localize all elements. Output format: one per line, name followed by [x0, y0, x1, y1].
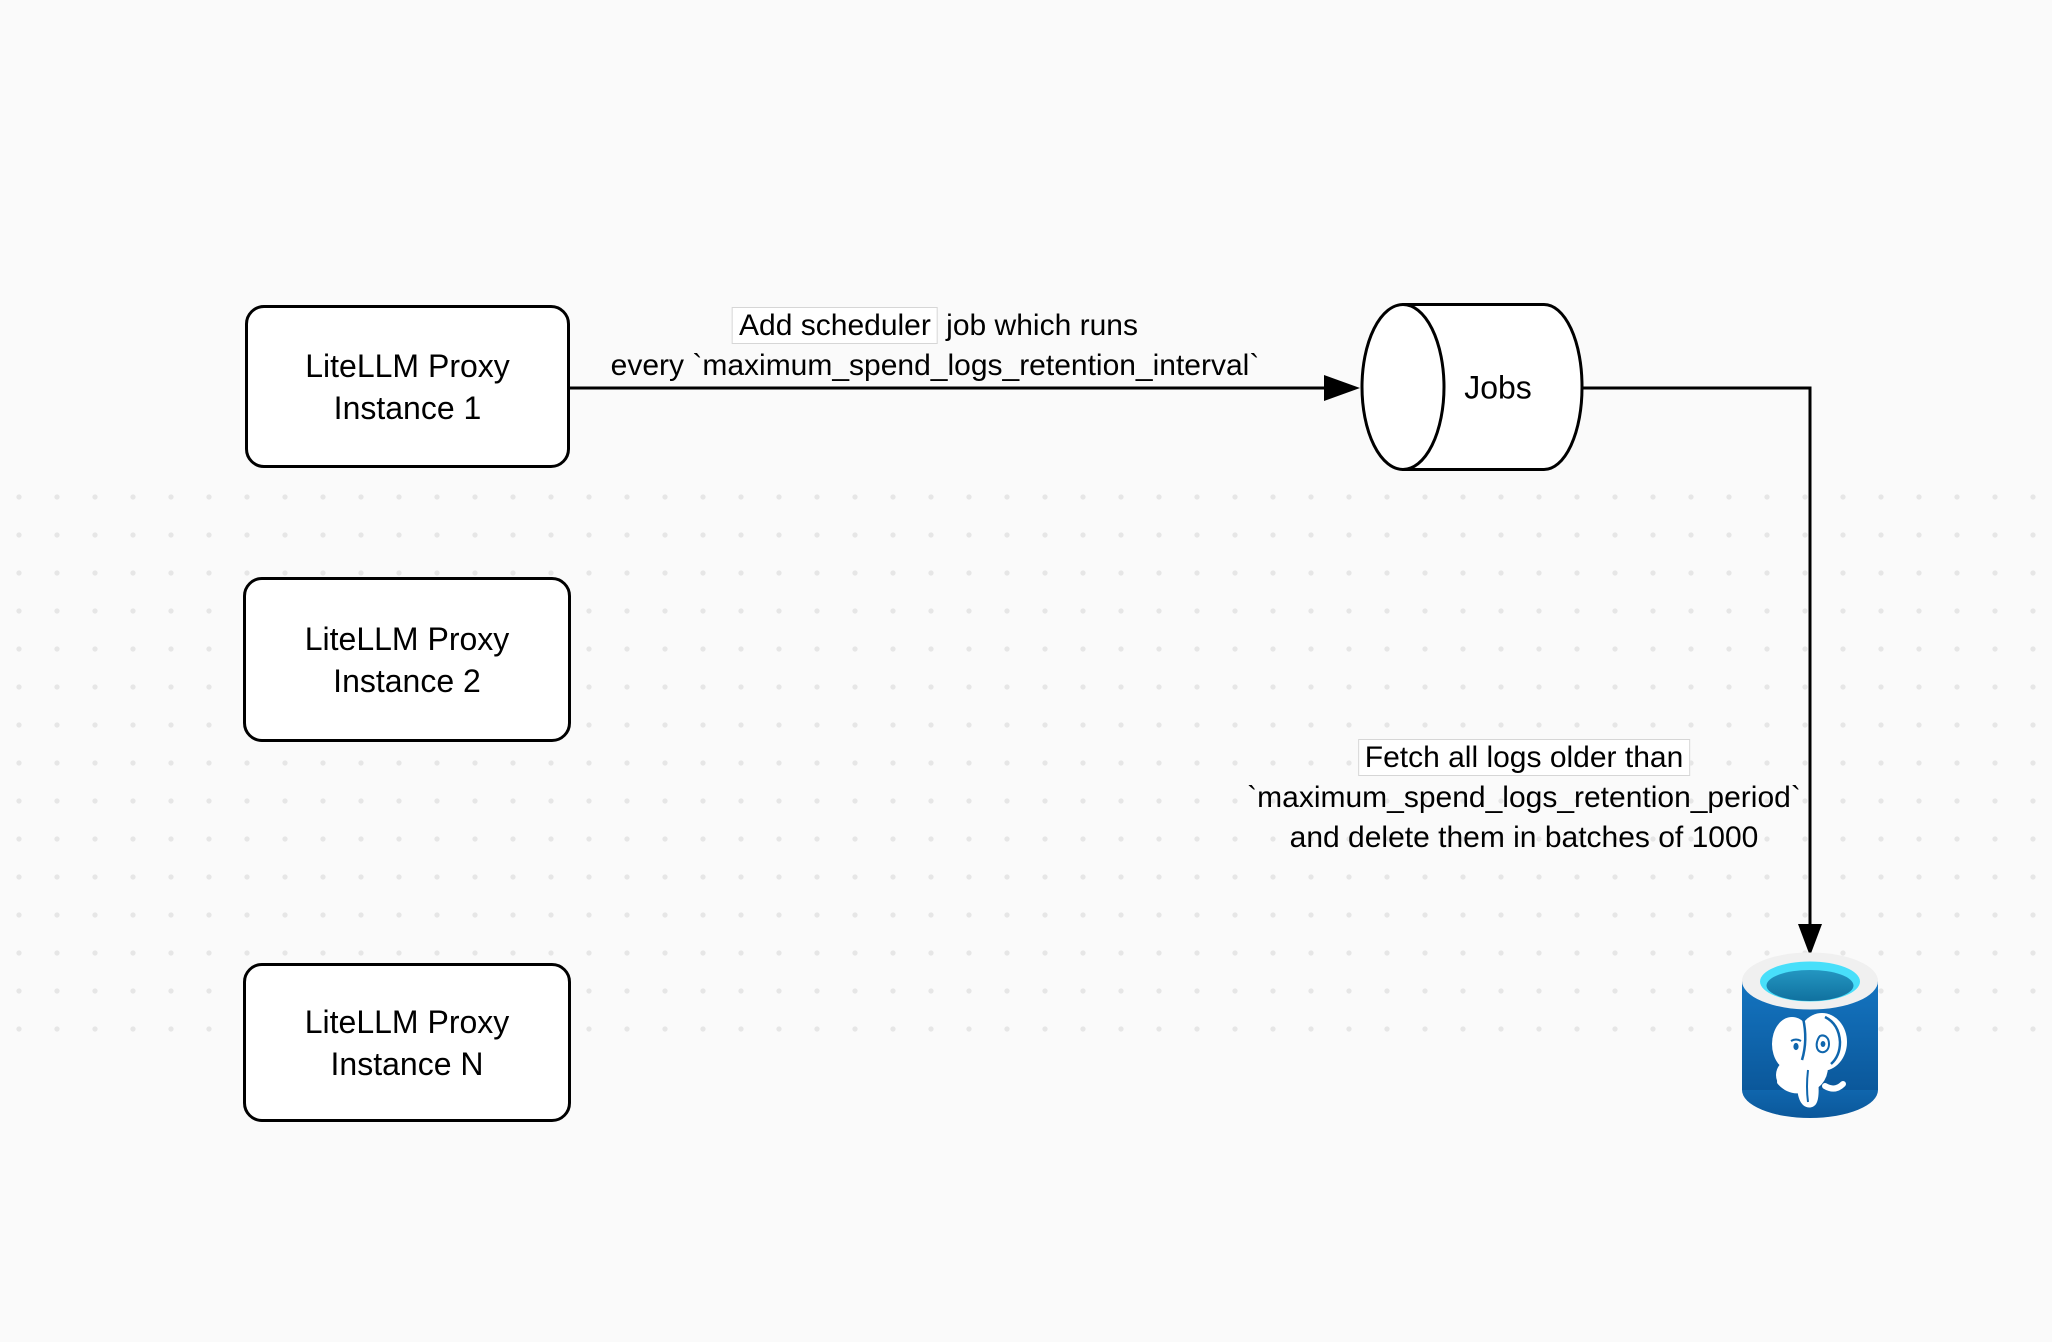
- proxy-instance-n-node: LiteLLM Proxy Instance N: [243, 963, 571, 1122]
- database-liquid: [1766, 970, 1854, 1001]
- scheduler-edge-label-line1: Add scheduler job which runs: [611, 306, 1260, 346]
- node-label-line: LiteLLM Proxy: [304, 620, 510, 657]
- node-label-line: LiteLLM Proxy: [305, 347, 510, 384]
- fetch-edge-label-line1: Fetch all logs older than: [1247, 738, 1801, 778]
- node-label-line: Instance 1: [333, 389, 482, 426]
- jobs-queue-label: Jobs: [1464, 369, 1532, 406]
- fetch-edge-label-line3: and delete them in batches of 1000: [1289, 821, 1759, 854]
- edge-jobs-to-postgres: [1582, 386, 1822, 956]
- dot-grid-background: [0, 478, 2052, 1048]
- scheduler-edge-label-line2: every `maximum_spend_logs_retention_inte…: [610, 349, 1260, 382]
- jobs-cylinder-icon: [1360, 303, 1584, 471]
- proxy-instance-1-node: LiteLLM Proxy Instance 1: [245, 305, 570, 468]
- fetch-edge-label-line2: `maximum_spend_logs_retention_period`: [1247, 781, 1801, 814]
- right-arrowhead-icon: [1324, 375, 1360, 401]
- scheduler-edge-label-boxed: Add scheduler: [732, 307, 938, 344]
- proxy-instance-2-node: LiteLLM Proxy Instance 2: [243, 577, 571, 742]
- postgresql-database-icon: [1742, 952, 1878, 1118]
- node-label-line: Instance 2: [333, 662, 481, 699]
- fetch-edge-label-boxed: Fetch all logs older than: [1357, 739, 1691, 776]
- scheduler-edge-label: Add scheduler job which runs every `maxi…: [610, 306, 1260, 386]
- scheduler-edge-label-rest: job which runs: [937, 309, 1138, 342]
- fetch-edge-label: Fetch all logs older than `maximum_spend…: [1247, 738, 1801, 858]
- node-label-line: LiteLLM Proxy: [304, 1003, 510, 1040]
- arrow-proxy-to-jobs: [570, 375, 1360, 401]
- down-arrowhead-icon: [1798, 924, 1822, 956]
- node-label-line: Instance N: [330, 1045, 484, 1082]
- postgres-elephant-icon: [1772, 1013, 1847, 1108]
